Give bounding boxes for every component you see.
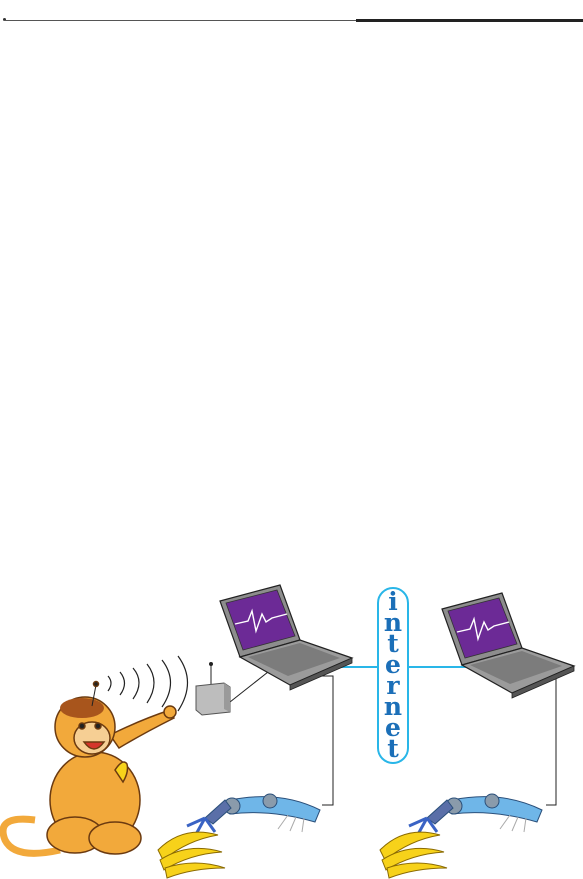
banana-bunch-icon	[379, 831, 448, 879]
header-rule-thin	[4, 20, 356, 21]
internet-letter: t	[387, 734, 399, 763]
robot-arm-icon	[408, 793, 543, 837]
internet-letter: i	[388, 587, 398, 616]
signal-waves-icon	[107, 655, 189, 712]
laptop-icon	[219, 584, 354, 691]
banana-bunch-icon	[157, 831, 226, 879]
internet-label: i n t e r n e t	[377, 587, 409, 764]
monkey-icon	[0, 680, 177, 857]
internet-letter: e	[385, 713, 401, 742]
internet-letter: n	[384, 608, 402, 637]
laptop-icon	[441, 592, 576, 699]
internet-letter: t	[387, 629, 399, 658]
internet-letter: e	[385, 650, 401, 679]
robot-arm-icon	[186, 793, 321, 837]
header-rule-thick	[356, 19, 583, 22]
receiver-box-icon	[195, 662, 231, 716]
internet-letter: r	[386, 671, 400, 700]
header-rule-dot	[3, 18, 6, 21]
internet-letter: n	[384, 692, 402, 721]
